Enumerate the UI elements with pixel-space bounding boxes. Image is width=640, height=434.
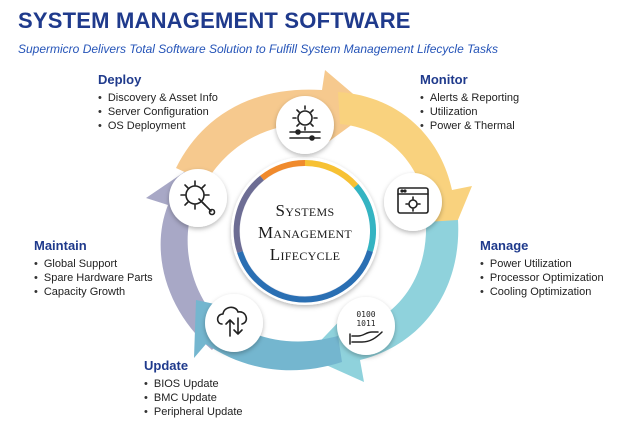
manage-item: Power Utilization [480, 257, 604, 271]
center-ring-teal [353, 184, 376, 252]
svg-text:0100: 0100 [356, 310, 375, 319]
page-title: SYSTEM MANAGEMENT SOFTWARE [18, 8, 411, 33]
update-title: Update [144, 358, 189, 373]
cloud-update-icon [205, 294, 263, 352]
monitor-item: Alerts & Reporting [420, 91, 519, 105]
maintain-item: Spare Hardware Parts [34, 271, 153, 285]
section-manage: Manage Power Utilization Processor Optim… [480, 238, 604, 299]
update-item: Peripheral Update [144, 405, 243, 419]
center-ring-gray [233, 175, 264, 253]
center-line-1: Systems [275, 201, 335, 220]
gear-wrench-icon [169, 169, 227, 227]
deploy-item: OS Deployment [98, 119, 218, 133]
center-disc [243, 169, 367, 293]
svg-text:1011: 1011 [356, 319, 375, 328]
deploy-item: Server Configuration [98, 105, 218, 119]
deploy-title: Deploy [98, 72, 142, 87]
center-ring-orange [260, 159, 306, 181]
gear-sliders-icon [276, 96, 334, 154]
manage-item: Processor Optimization [480, 271, 604, 285]
update-item: BMC Update [144, 391, 243, 405]
section-maintain: Maintain Global Support Spare Hardware P… [34, 238, 153, 299]
center-label: Systems Management Lifecycle [250, 200, 360, 266]
center-line-2: Management [257, 223, 353, 242]
maintain-item: Capacity Growth [34, 285, 153, 299]
monitor-item: Utilization [420, 105, 519, 119]
center-line-3: Lifecycle [269, 245, 341, 264]
update-item: BIOS Update [144, 377, 243, 391]
section-update: Update BIOS Update BMC Update Peripheral… [144, 358, 243, 419]
deploy-arrow [176, 70, 372, 182]
maintain-title: Maintain [34, 238, 87, 253]
manage-item: Cooling Optimization [480, 285, 604, 299]
maintain-item: Global Support [34, 257, 153, 271]
hand-binary-icon: 0100 1011 [337, 297, 395, 355]
browser-gear-icon [384, 173, 442, 231]
center-ring-yellow [304, 160, 359, 189]
page-subtitle: Supermicro Delivers Total Software Solut… [18, 42, 498, 56]
center-ring-blue [237, 250, 373, 303]
deploy-item: Discovery & Asset Info [98, 91, 218, 105]
monitor-item: Power & Thermal [420, 119, 519, 133]
manage-title: Manage [480, 238, 529, 253]
section-monitor: Monitor Alerts & Reporting Utilization P… [420, 72, 519, 133]
section-deploy: Deploy Discovery & Asset Info Server Con… [98, 72, 218, 133]
monitor-title: Monitor [420, 72, 468, 87]
